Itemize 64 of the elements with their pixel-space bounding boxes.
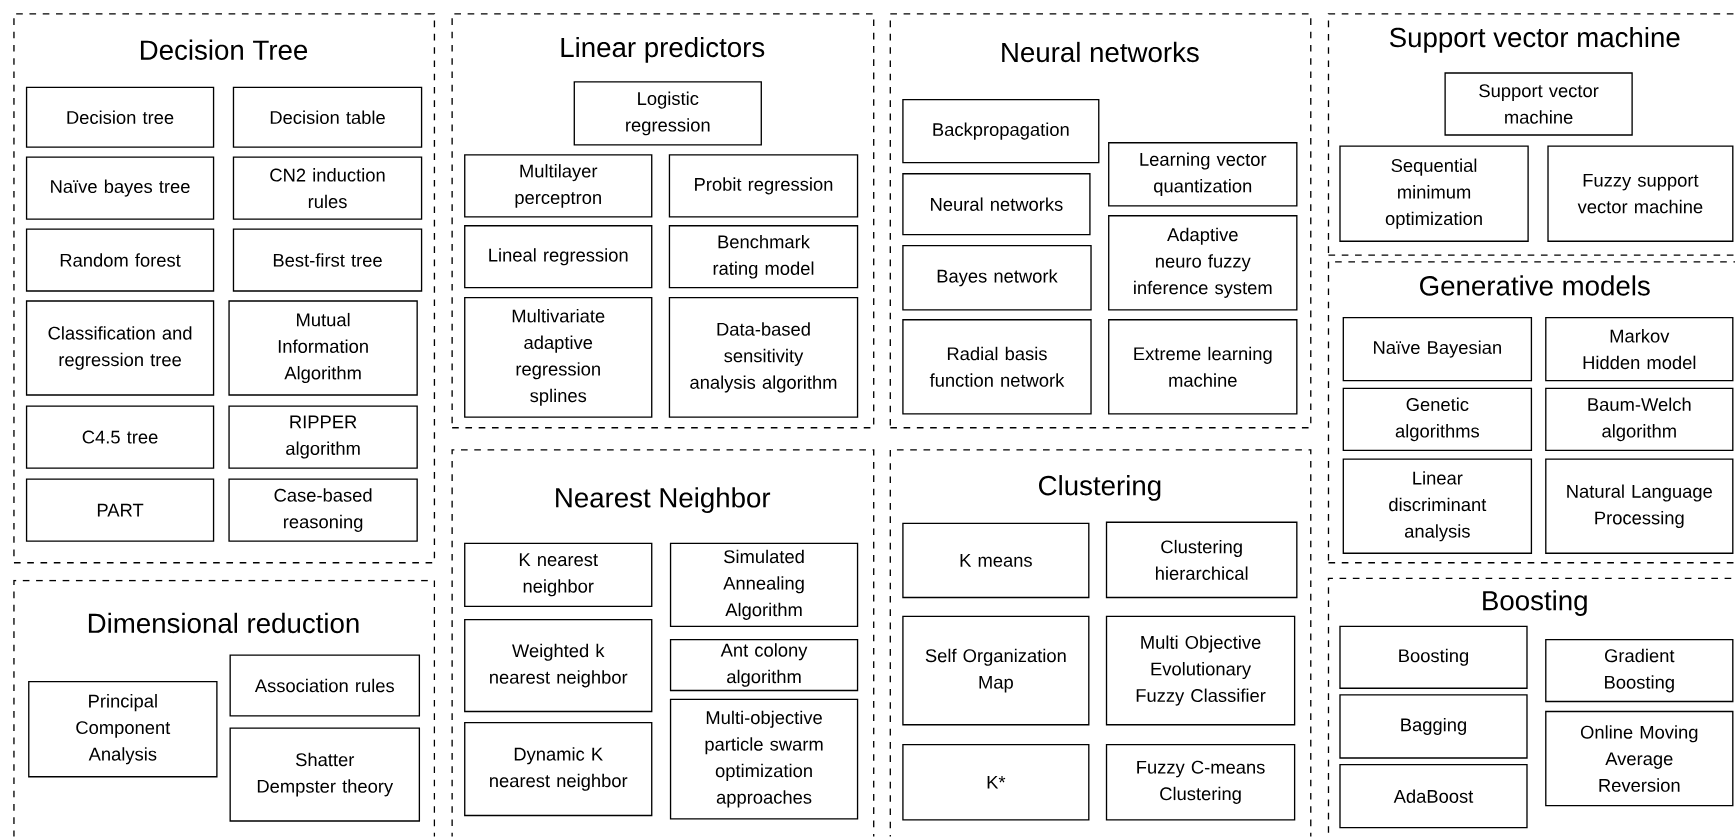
method-box: PART xyxy=(25,478,215,542)
method-box: Adaptive neuro fuzzy inference system xyxy=(1108,215,1298,311)
method-box: C4.5 tree xyxy=(25,405,215,469)
method-box: Decision table xyxy=(232,87,423,149)
method-box: Backpropagation xyxy=(902,99,1100,164)
method-box: Principal Component Analysis xyxy=(28,681,218,778)
method-box: Naïve bayes tree xyxy=(25,156,215,220)
method-box: Baum-Welch algorithm xyxy=(1545,387,1734,452)
method-box: Support vector machine xyxy=(1444,72,1633,136)
method-box: Boosting xyxy=(1339,625,1528,690)
method-box: Extreme learning machine xyxy=(1108,319,1298,415)
method-box: Linear discriminant analysis xyxy=(1342,458,1533,555)
method-box: Dynamic K nearest neighbor xyxy=(464,722,653,817)
panel-heading: Neural networks xyxy=(1002,42,1199,63)
method-box: Decision tree xyxy=(25,87,215,149)
method-box: K nearest neighbor xyxy=(464,542,653,608)
method-box: RIPPER algorithm xyxy=(228,405,418,469)
panel-heading: Decision Tree xyxy=(140,39,308,61)
method-box: Bayes network xyxy=(902,245,1092,311)
panel-heading: Boosting xyxy=(1483,590,1587,617)
method-box: Markov Hidden model xyxy=(1545,317,1734,382)
panel-heading: Linear predictors xyxy=(561,37,765,63)
method-box: Multi Objective Evolutionary Fuzzy Classifier xyxy=(1105,615,1296,726)
method-box: Case-based reasoning xyxy=(228,478,418,542)
method-box: Multi-objective particle swarm optimization approaches xyxy=(669,698,859,820)
method-box: AdaBoost xyxy=(1339,764,1528,829)
method-box: Best-first tree xyxy=(232,228,423,292)
method-box: Data-based sensitivity analysis algorithm xyxy=(668,297,859,419)
method-box: Online Moving Average Reversion xyxy=(1545,711,1734,807)
panel-heading: Clustering xyxy=(1039,475,1161,502)
method-box: Neural networks xyxy=(902,173,1091,236)
method-box: Random forest xyxy=(25,228,215,292)
method-box: K* xyxy=(902,744,1090,821)
method-box: Genetic algorithms xyxy=(1342,387,1533,452)
method-box: Learning vector quantization xyxy=(1108,142,1298,207)
method-box: Simulated Annealing Algorithm xyxy=(669,542,859,628)
method-box: CN2 induction rules xyxy=(232,156,423,220)
method-box: Radial basis function network xyxy=(902,319,1092,415)
method-box: Weighted k nearest neighbor xyxy=(464,619,653,713)
method-box: K means xyxy=(902,522,1090,599)
method-box: Probit regression xyxy=(668,154,859,218)
method-box: Self Organization Map xyxy=(902,615,1090,726)
method-box: Clustering hierarchical xyxy=(1105,521,1298,599)
method-box: Shatter Dempster theory xyxy=(229,727,421,822)
panel-heading: Dimensional reduction xyxy=(88,613,359,634)
method-box: Multivariate adaptive regression splines xyxy=(464,297,653,419)
method-box: Mutual Information Algorithm xyxy=(228,300,418,396)
method-box: Benchmark rating model xyxy=(668,225,859,289)
method-box: Ant colony algorithm xyxy=(669,639,859,692)
method-box: Multilayer perceptron xyxy=(464,154,653,218)
panel-heading: Nearest Neighbor xyxy=(556,487,771,514)
method-box: Classification and regression tree xyxy=(25,300,215,396)
method-box: Fuzzy support vector machine xyxy=(1547,145,1734,243)
method-box: Logistic regression xyxy=(573,81,762,146)
method-box: Bagging xyxy=(1339,694,1528,759)
method-box: Naïve Bayesian xyxy=(1342,317,1533,382)
method-box: Lineal regression xyxy=(464,225,653,289)
panel-heading: Support vector machine xyxy=(1389,27,1680,53)
method-box: Natural Language Processing xyxy=(1545,458,1734,555)
method-box: Fuzzy C-means Clustering xyxy=(1105,744,1296,821)
panel-heading: Generative models xyxy=(1420,275,1650,296)
method-box: Association rules xyxy=(229,654,421,717)
method-box: Gradient Boosting xyxy=(1545,639,1734,703)
method-box: Sequential minimum optimization xyxy=(1339,145,1529,243)
